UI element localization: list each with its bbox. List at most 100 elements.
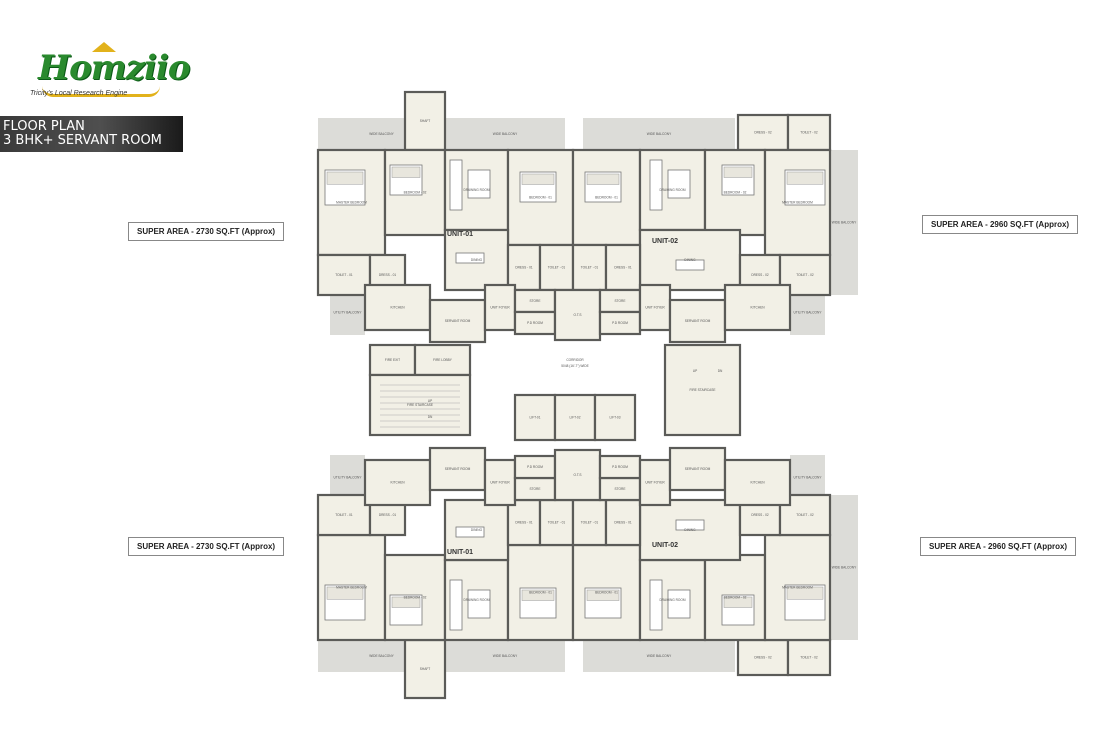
dress-room-label: DRESS - 02 [754,131,772,135]
balcony-label: WIDE BALCONY [647,654,672,658]
sofa-icon [649,579,663,631]
bedroom-label: BEDROOM - 01 [529,591,552,595]
balcony [445,640,565,672]
dress-room-label: DRESS - 01 [515,266,533,270]
lift [513,393,557,442]
rug-icon [667,589,691,619]
super-area-bottom-left: SUPER AREA - 2730 SQ.FT (Approx) [128,537,285,556]
master-bedroom-label: MASTER BEDROOM [782,201,813,205]
lift [593,393,637,442]
shaft-label: SHAFT [420,667,431,671]
ots-label: O.T.S [574,313,582,317]
store-label: STORE [530,299,541,303]
bedroom-label: BEDROOM - 02 [404,191,427,195]
fire-staircase-label: FIRE STAIRCASE [690,388,716,392]
bed-pillow-icon [786,171,824,185]
dress-room-label: DRESS - 01 [515,521,533,525]
dress-room-label: DRESS - 01 [379,513,397,517]
super-area-top-right: SUPER AREA - 2960 SQ.FT (Approx) [922,215,1079,234]
dress-room-label: DRESS - 01 [614,521,632,525]
servant-room-label: SERVANT ROOM [685,467,711,471]
fire-lobby-label: FIRE LOBBY [433,358,453,362]
dress-room-label: DRESS - 02 [754,656,772,660]
dress-room-label: DRESS - 01 [379,273,397,277]
bed-pillow-icon [521,589,555,601]
toilet [316,253,372,297]
house-roof-icon [92,42,116,52]
balcony-label: WIDE BALCONY [647,132,672,136]
dining-table-icon [455,252,485,264]
fire-staircase [663,343,742,437]
dining-area-label: DINING [684,258,696,262]
toilet-label: TOILET - 01 [581,521,599,525]
ots [553,288,602,342]
pd-room-label: P.D ROOM [612,321,628,325]
servant-room-label: SERVANT ROOM [445,319,471,323]
lift-label: LIFT-01 [530,416,541,420]
dining-area-label: DINING [471,258,483,262]
pd-room-label: P.D ROOM [527,321,543,325]
utility-balcony [790,455,825,500]
dining-table-icon [675,519,705,531]
dress-room [506,243,542,292]
balcony-label: WIDE BALCONY [832,221,857,225]
utility-balcony-label: UTILITY BALCONY [794,311,823,315]
utility-balcony [330,290,365,335]
rug-icon [467,169,491,199]
fire-exit-label: FIRE EXIT [385,358,400,362]
bed-pillow-icon [391,166,421,178]
store-label: STORE [615,299,626,303]
balcony-label: WIDE BALCONY [493,132,518,136]
rug-icon [467,589,491,619]
utility-balcony-label: UTILITY BALCONY [794,476,823,480]
stair-dn-label: DN [428,415,433,419]
toilet [786,113,832,152]
unit-01-label: UNIT-01 [447,549,473,556]
bed-pillow-icon [723,166,753,178]
kitchen [363,458,432,507]
bed-pillow-icon [786,586,824,600]
balcony-label: WIDE BALCONY [832,566,857,570]
fire-lobby [413,343,472,377]
logo-wordmark: Homziio [38,48,191,88]
toilet-label: TOILET - 01 [548,521,566,525]
dress-room [604,243,642,292]
bed-pillow-icon [723,596,753,608]
dining-area-label: DINING [471,528,483,532]
toilet-label: TOILET - 02 [796,273,814,277]
drawing-room-label: DRAWING ROOM [659,598,685,602]
unit-foyer-label: UNIT FOYER [645,481,665,485]
servant-room [668,298,727,344]
servant-room-label: SERVANT ROOM [685,319,711,323]
lift-label: LIFT-03 [610,416,621,420]
balcony [830,495,858,640]
unit-foyer-label: UNIT FOYER [490,481,510,485]
kitchen [363,283,432,332]
unit-02-label: UNIT-02 [652,238,678,245]
balcony-label: WIDE BALCONY [369,654,394,658]
dining-area-label: DINING [684,528,696,532]
bedroom-label: BEDROOM - 02 [724,596,747,600]
kitchen [723,458,792,507]
servant-room-label: SERVANT ROOM [445,467,471,471]
kitchen-label: KITCHEN [751,481,766,485]
corridor-label: CORRIDOR [566,358,584,362]
unit-02-label: UNIT-02 [652,542,678,549]
bedroom-label: BEDROOM - 02 [404,596,427,600]
pd-room-label: P.D ROOM [527,465,543,469]
toilet-label: TOILET - 01 [335,513,353,517]
dress-room-label: DRESS - 02 [751,273,769,277]
master-bedroom-label: MASTER BEDROOM [336,586,367,590]
balcony [583,118,735,150]
bed-pillow-icon [521,173,555,185]
balcony [445,118,565,150]
kitchen-label: KITCHEN [751,306,766,310]
servant-room [668,446,727,492]
store-label: STORE [530,487,541,491]
toilet-label: TOILET - 01 [581,266,599,270]
sofa-icon [449,159,463,211]
dress-room-label: DRESS - 01 [614,266,632,270]
unit-01-label: UNIT-01 [447,231,473,238]
